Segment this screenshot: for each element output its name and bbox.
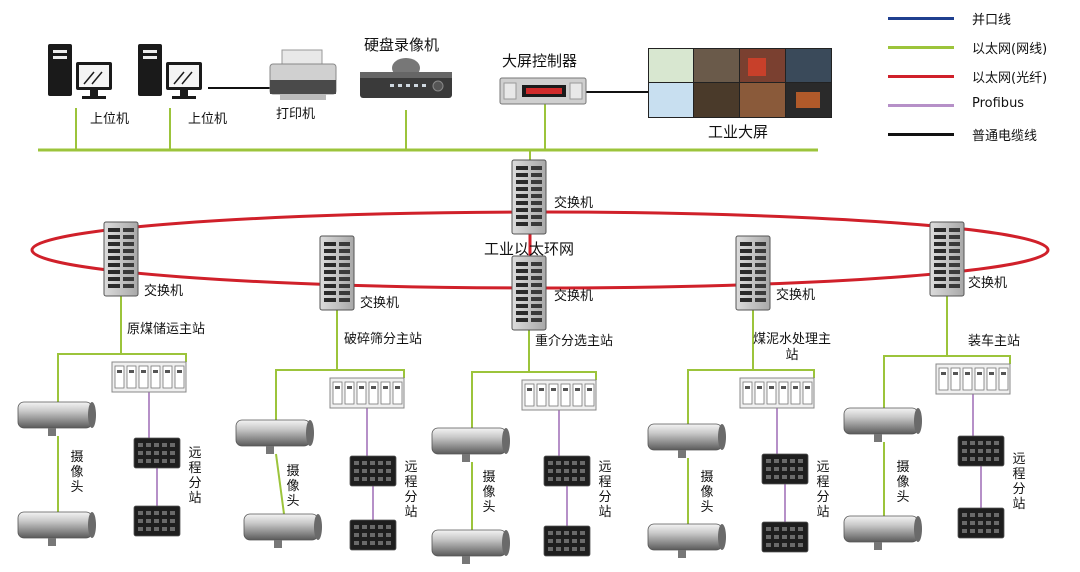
legend-swatch: [888, 133, 954, 136]
host-pc-1: [48, 44, 112, 99]
core-switch-label: 交换机: [554, 196, 594, 211]
legend-label: Profibus: [972, 96, 1025, 111]
legend-item: 以太网(网线): [888, 37, 1078, 57]
camera-label: 摄像头: [482, 470, 496, 515]
host-pc-2-label: 上位机: [188, 112, 228, 127]
legend-swatch: [888, 104, 954, 107]
camera-ethernet-link: [57, 353, 187, 402]
legend-item: 以太网(光纤): [888, 66, 1078, 86]
camera: [235, 419, 314, 454]
remote-substation-label: 远程分站: [404, 460, 418, 520]
main-station-label: 煤泥水处理主站: [752, 332, 831, 363]
camera-label: 摄像头: [896, 460, 910, 505]
camera-ethernet-link: [471, 371, 597, 428]
legend-swatch: [888, 75, 954, 78]
remote-substation: [133, 505, 181, 537]
remote-substation: [957, 507, 1005, 539]
remote-substation-label: 远程分站: [1012, 452, 1026, 512]
ring-switch: [929, 221, 965, 297]
main-station-label: 重介分选主站: [534, 334, 613, 349]
camera: [843, 515, 922, 550]
legend-label: 以太网(网线): [972, 42, 1048, 57]
screen-controller-label: 大屏控制器: [502, 52, 578, 70]
camera-label: 摄像头: [70, 450, 84, 495]
legend-swatch: [888, 17, 954, 20]
ring-switch: [511, 255, 547, 331]
printer: [269, 49, 337, 100]
industrial-screen: [648, 48, 832, 118]
camera: [17, 401, 96, 436]
dvr-device: [360, 58, 452, 98]
remote-substation: [543, 525, 591, 557]
switch-label: 交换机: [776, 288, 816, 303]
main-station-cabinet: [111, 361, 187, 393]
legend-item: 普通电缆线: [888, 124, 1078, 144]
main-station-cabinet: [329, 377, 405, 409]
camera: [647, 523, 726, 558]
remote-substation-label: 远程分站: [816, 460, 830, 520]
legend-label: 以太网(光纤): [972, 71, 1048, 86]
camera: [243, 513, 322, 548]
main-station-cabinet: [935, 363, 1011, 395]
camera: [843, 407, 922, 442]
camera: [431, 529, 510, 564]
switch-label: 交换机: [144, 284, 184, 299]
camera-ethernet-link: [687, 369, 815, 424]
legend-label: 并口线: [972, 13, 1012, 28]
camera-label: 摄像头: [700, 470, 714, 515]
ring-switch: [735, 235, 771, 311]
host-pc-2: [138, 44, 202, 99]
host-pc-1-label: 上位机: [90, 112, 130, 127]
switch-label: 交换机: [554, 289, 594, 304]
legend-swatch: [888, 46, 954, 49]
main-station-cabinet: [739, 377, 815, 409]
camera: [431, 427, 510, 462]
dvr-label: 硬盘录像机: [364, 36, 440, 54]
industrial-screen-label: 工业大屏: [708, 123, 769, 141]
printer-label: 打印机: [276, 107, 316, 122]
switch-label: 交换机: [968, 276, 1008, 291]
camera-label: 摄像头: [286, 464, 300, 509]
legend-item: Profibus: [888, 95, 1078, 115]
remote-substation-label: 远程分站: [598, 460, 612, 520]
ring-switch: [319, 235, 355, 311]
remote-substation: [543, 455, 591, 487]
remote-substation: [349, 519, 397, 551]
camera: [647, 423, 726, 458]
camera: [17, 511, 96, 546]
remote-substation-label: 远程分站: [188, 446, 202, 506]
remote-substation: [349, 455, 397, 487]
screen-controller-device: [499, 77, 587, 105]
remote-substation: [761, 453, 809, 485]
camera-ethernet-link: [275, 369, 405, 420]
legend-label: 普通电缆线: [972, 129, 1038, 144]
main-station-label: 破碎筛分主站: [343, 332, 422, 347]
camera-ethernet-link: [883, 355, 1011, 408]
main-station-cabinet: [521, 379, 597, 411]
remote-substation: [133, 437, 181, 469]
top-devices-layer: [48, 44, 832, 118]
ring-label: 工业以太环网: [484, 240, 575, 258]
camera-chain-link: [275, 453, 285, 515]
switch-label: 交换机: [360, 296, 400, 311]
remote-substation: [761, 521, 809, 553]
main-station-label: 原煤储运主站: [126, 322, 205, 337]
core-switch: [511, 159, 547, 235]
remote-substation: [957, 435, 1005, 467]
legend-item: 并口线: [888, 8, 1078, 28]
main-station-label: 装车主站: [967, 334, 1020, 349]
ring-switch: [103, 221, 139, 297]
